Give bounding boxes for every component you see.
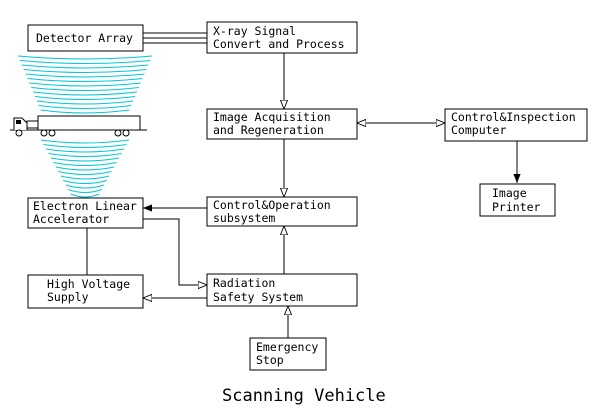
truck-icon (10, 115, 147, 137)
radiation-waves-bottom (40, 139, 130, 198)
electron-accelerator-label-line1: Electron Linear (33, 199, 137, 213)
radiation-wave-arc (33, 91, 137, 96)
radiation-wave-arc (68, 189, 102, 193)
control-inspection-box: Control&Inspection Computer (444, 108, 588, 142)
image-printer-label-line2: Printer (492, 200, 541, 214)
xray-signal-label-line1: X-ray Signal (213, 24, 296, 38)
radiation-safety-label-line1: Radiation (213, 276, 275, 290)
emergency-stop-label-line2: Stop (256, 353, 284, 367)
radiation-wave-arc (65, 184, 105, 189)
image-acquisition-box: Image Acquisition and Regeneration (206, 108, 358, 140)
radiation-wave-arc (38, 105, 132, 109)
radiation-safety-box: Radiation Safety System (206, 273, 358, 307)
image-acquisition-label-line2: and Regeneration (213, 123, 324, 137)
control-inspection-label-line2: Computer (451, 123, 506, 137)
radiation-wave-arc (31, 87, 139, 91)
radiation-wave-arc (53, 162, 117, 166)
control-operation-label-line2: subsystem (213, 211, 275, 225)
radiation-wave-arc (21, 64, 149, 69)
image-printer-box: Image Printer (479, 183, 556, 217)
electron-accelerator-label-line2: Accelerator (33, 212, 109, 226)
radiation-wave-arc (58, 171, 112, 175)
radiation-wave-arc (34, 96, 136, 100)
radiation-wave-arc (60, 175, 110, 180)
radiation-wave-arc (45, 148, 125, 153)
high-voltage-box: High Voltage Supply (27, 274, 144, 309)
control-inspection-label-line1: Control&Inspection (451, 110, 576, 124)
radiation-wave-arc (48, 153, 122, 157)
radiation-wave-arc (17, 55, 153, 60)
detector-array-box: Detector Array (27, 24, 144, 52)
detector-array-label: Detector Array (36, 31, 133, 45)
control-operation-box: Control&Operation subsystem (206, 196, 358, 227)
radiation-wave-arc (40, 139, 130, 144)
control-operation-label-line1: Control&Operation (213, 198, 331, 212)
high-voltage-label-line2: Supply (47, 290, 89, 304)
radiation-wave-arc (27, 78, 143, 82)
image-acquisition-label-line1: Image Acquisition (213, 110, 331, 124)
radiation-wave-arc (43, 144, 127, 148)
high-voltage-label-line1: High Voltage (47, 277, 130, 291)
radiation-safety-label-line2: Safety System (213, 290, 303, 304)
radiation-wave-arc (70, 193, 100, 198)
xray-signal-label-line2: Convert and Process (213, 37, 345, 51)
emergency-stop-label-line1: Emergency (256, 340, 318, 354)
radiation-wave-arc (40, 109, 130, 114)
image-printer-label-line1: Image (492, 186, 527, 200)
radiation-wave-arc (50, 157, 120, 162)
radiation-waves-top (17, 55, 153, 114)
radiation-wave-arc (29, 82, 141, 87)
emergency-stop-box: Emergency Stop (249, 337, 327, 371)
radiation-wave-arc (36, 100, 134, 105)
arrow-accelerator-to-safety (143, 218, 207, 285)
connectors (86, 32, 521, 338)
radiation-wave-arc (23, 69, 147, 73)
radiation-wave-arc (19, 60, 151, 64)
electron-accelerator-box: Electron Linear Accelerator (27, 197, 144, 229)
radiation-wave-arc (63, 180, 107, 184)
xray-signal-box: X-ray Signal Convert and Process (206, 21, 358, 54)
radiation-wave-arc (25, 73, 145, 78)
radiation-wave-arc (55, 166, 115, 171)
diagram-caption: Scanning Vehicle (222, 386, 386, 406)
